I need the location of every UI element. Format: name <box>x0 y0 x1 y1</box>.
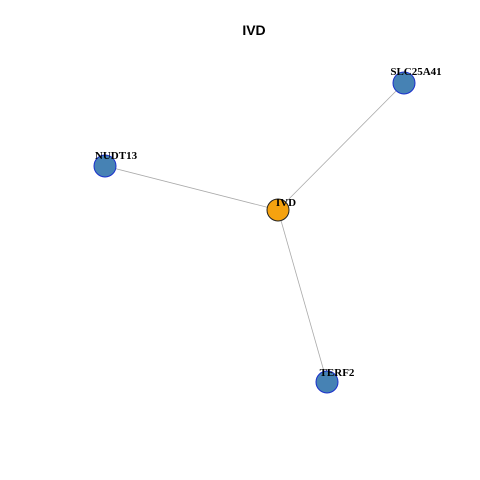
node-label-terf2: TERF2 <box>320 367 355 379</box>
node-label-nudt13: NUDT13 <box>95 150 138 162</box>
edges-layer <box>104 82 405 383</box>
node-label-ivd: IVD <box>276 197 296 209</box>
edge-ivd-nudt13 <box>104 165 279 211</box>
node-terf2: TERF2 <box>315 367 355 394</box>
node-nudt13: NUDT13 <box>93 150 138 178</box>
node-circle-slc25a41 <box>392 71 416 95</box>
node-ivd: IVD <box>266 197 296 222</box>
node-slc25a41: SLC25A41 <box>390 66 442 95</box>
node-circle-terf2 <box>315 370 339 394</box>
edge-ivd-terf2 <box>277 209 328 383</box>
node-circle-nudt13 <box>93 154 117 178</box>
node-label-slc25a41: SLC25A41 <box>390 66 441 78</box>
diagram-title: IVD <box>242 22 265 38</box>
node-circle-ivd <box>266 198 290 222</box>
edge-ivd-slc25a41 <box>277 82 405 211</box>
